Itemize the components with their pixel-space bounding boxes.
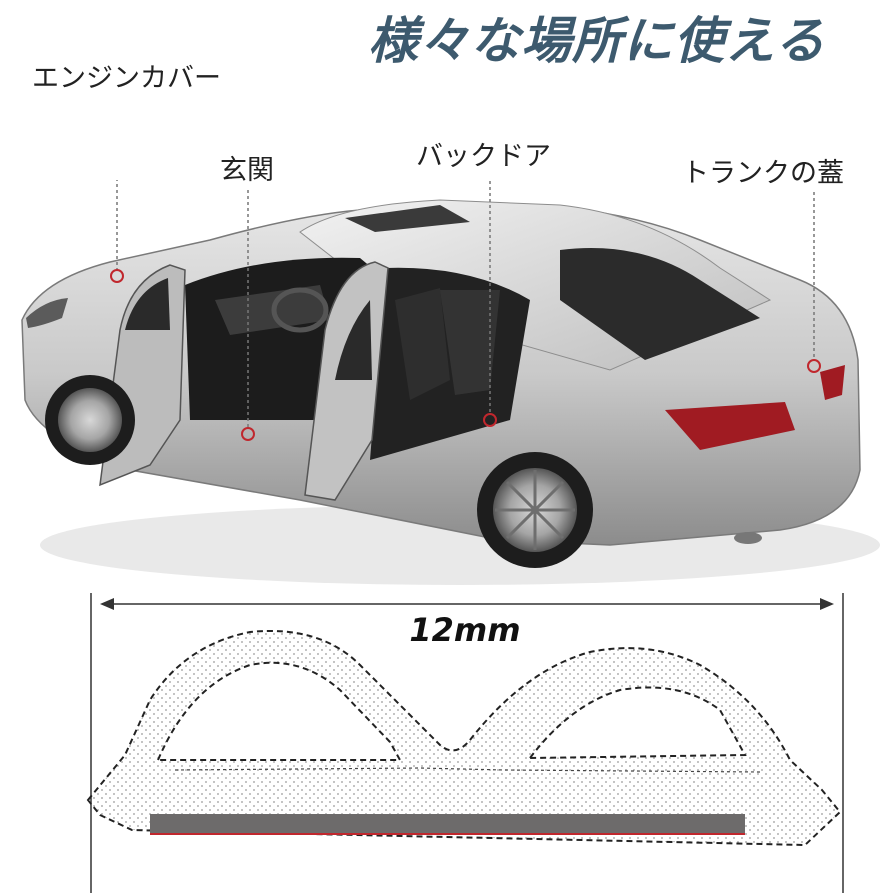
marker-entrance [241, 427, 255, 441]
callout-engine-cover: エンジンカバー [32, 63, 221, 94]
seal-inner-profile-right [527, 686, 747, 760]
seal-profile-diagram [86, 593, 844, 893]
seal-inner-profile [156, 661, 402, 761]
marker-trunk-lid [807, 359, 821, 373]
callout-back-door: バックドア [416, 141, 551, 172]
page-title: 様々な場所に使える [368, 12, 826, 70]
callout-trunk-lid: トランクの蓋 [682, 158, 844, 189]
marker-back-door [483, 413, 497, 427]
adhesive-tape [150, 814, 745, 834]
width-label: 12mm [409, 611, 521, 649]
marker-engine-cover [110, 269, 124, 283]
callout-entrance: 玄関 [220, 155, 274, 186]
car-illustration [21, 180, 880, 585]
